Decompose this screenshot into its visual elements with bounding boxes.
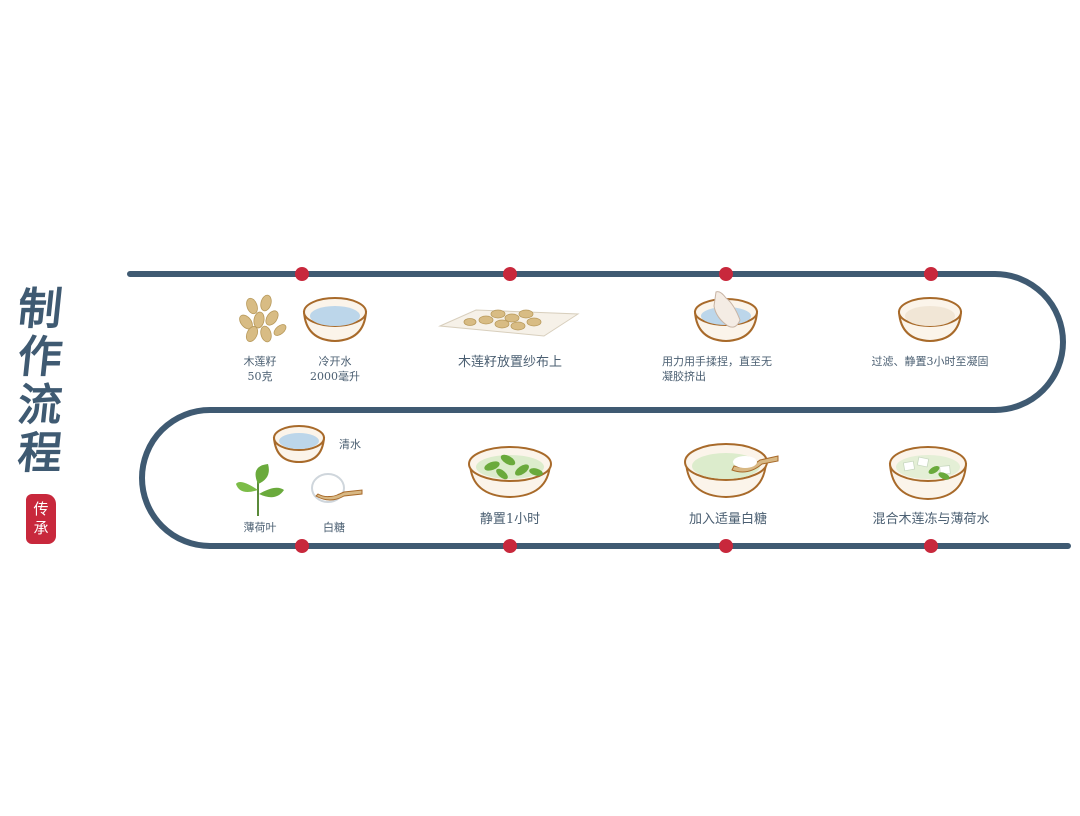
ingredient-label: 冷开水 2000毫升 — [300, 354, 370, 384]
ingredient-name: 冷开水 — [318, 355, 352, 368]
squeeze-bowl-icon — [693, 291, 759, 343]
step-marker-dot — [295, 539, 309, 553]
seeds-on-gauze-icon — [438, 309, 580, 337]
ingredient-name: 木莲籽 — [243, 355, 277, 368]
step-marker-dot — [924, 267, 938, 281]
set-jelly-bowl-icon — [897, 297, 963, 343]
water-bowl-icon — [302, 297, 368, 343]
seeds-icon — [239, 294, 287, 343]
step-label: 静置1小时 — [479, 512, 541, 527]
seal-char: 承 — [33, 519, 49, 537]
step-label: 混合木莲冻与薄荷水 — [872, 512, 990, 527]
step-marker-dot — [719, 539, 733, 553]
seal-char: 传 — [33, 500, 49, 518]
mint-water-bowl-icon — [468, 446, 552, 499]
step-label: 用力用手揉捏，直至无 凝胶挤出 — [662, 354, 802, 384]
red-seal-stamp: 传 承 — [26, 494, 56, 544]
step-marker-dot — [503, 539, 517, 553]
step-label: 木莲籽放置纱布上 — [457, 355, 562, 370]
step-marker-dot — [295, 267, 309, 281]
ingredient-name: 清水 — [339, 438, 361, 451]
step-marker-dot — [503, 267, 517, 281]
ingredient-amount: 2000毫升 — [310, 370, 360, 383]
step-marker-dot — [924, 539, 938, 553]
flow-track — [127, 271, 1071, 549]
step-label-line: 用力用手揉捏，直至无 — [662, 355, 772, 368]
clear-water-bowl-icon — [272, 425, 326, 464]
ingredient-label: 木莲籽 50克 — [236, 354, 284, 384]
step-label: 加入适量白糖 — [688, 512, 767, 527]
sugar-spoon-icon — [311, 473, 363, 503]
step-marker-dot — [719, 267, 733, 281]
step-label-line: 凝胶挤出 — [662, 370, 706, 383]
ingredient-name: 白糖 — [323, 521, 345, 534]
ingredient-name: 薄荷叶 — [243, 521, 277, 534]
step-label: 过滤、静置3小时至凝固 — [871, 355, 989, 368]
mint-leaf-icon — [236, 464, 284, 516]
mixed-jelly-bowl-icon — [888, 446, 968, 501]
add-sugar-bowl-icon — [684, 443, 779, 499]
ingredient-amount: 50克 — [247, 370, 273, 383]
